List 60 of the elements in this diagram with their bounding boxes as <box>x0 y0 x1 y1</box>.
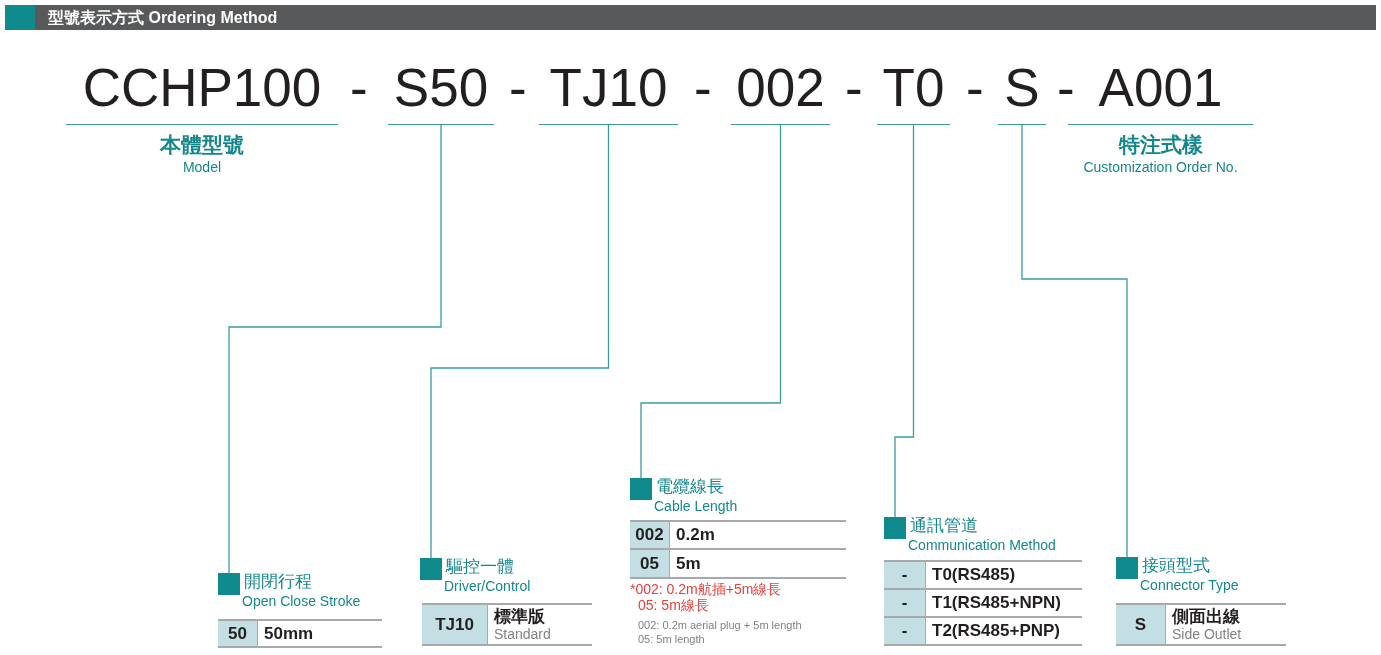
value-subtext: Standard <box>494 626 551 642</box>
separator-dash: - <box>350 58 368 118</box>
option-title: 接頭型式 <box>1142 555 1210 577</box>
table-row <box>1116 603 1286 646</box>
section-title: 型號表示方式 Ordering Method <box>48 8 278 28</box>
option-title: 驅控一體 <box>446 556 514 578</box>
code-segment: 002 <box>731 58 830 125</box>
segment-subtitle: Model <box>181 159 223 175</box>
value-cell-text: T1(RS485+NPN) <box>931 592 1061 614</box>
code-segment: S50 <box>388 58 494 125</box>
table-row <box>630 520 846 550</box>
footnote: *002: 0.2m航插+5m線長 <box>630 581 782 599</box>
option-subtitle: Open Close Stroke <box>242 593 361 609</box>
value-cell-text: 50mm <box>263 622 314 645</box>
table-row <box>422 603 592 646</box>
value-text: 標準版 <box>494 607 546 626</box>
value-subtext: Side Outlet <box>1172 626 1242 642</box>
footnote: 05: 5m length <box>638 633 705 645</box>
code-segment: CCHP100 <box>66 58 338 125</box>
footnote: 05: 5m線長 <box>638 597 709 615</box>
code-cell: 50 <box>218 621 258 646</box>
code-segment: S <box>998 58 1046 125</box>
value-cell-text: 5m <box>675 552 701 575</box>
table-row <box>630 548 846 579</box>
leader-line <box>640 124 782 479</box>
code-segment: TJ10 <box>539 58 678 125</box>
separator-dash: - <box>509 58 527 118</box>
code-cell: 05 <box>630 550 670 577</box>
option-subtitle: Driver/Control <box>444 578 531 594</box>
value-cell-text: 0.2m <box>675 524 715 546</box>
separator-dash: - <box>845 58 863 118</box>
leader-line <box>1021 124 1128 558</box>
segment-subtitle: Customization Order No. <box>1082 159 1239 175</box>
option-title: 電纜線長 <box>656 476 724 498</box>
table-row <box>218 619 382 648</box>
option-subtitle: Connector Type <box>1140 577 1239 593</box>
code-cell: - <box>884 618 926 644</box>
code-cell: S <box>1116 605 1166 644</box>
code-cell: TJ10 <box>422 605 488 644</box>
table-row <box>884 616 1082 646</box>
table-row <box>884 560 1082 590</box>
leader-line <box>430 124 610 559</box>
footnote: 002: 0.2m aerial plug + 5m length <box>638 619 802 631</box>
leader-line <box>894 124 915 518</box>
value-text: 側面出線 <box>1172 607 1241 626</box>
code-cell: 002 <box>630 522 670 548</box>
segment-title: 特注式樣 <box>1117 132 1204 158</box>
value-cell-text: T2(RS485+PNP) <box>931 620 1061 642</box>
option-title: 通訊管道 <box>910 515 978 537</box>
code-cell: - <box>884 562 926 588</box>
leader-line <box>228 124 442 574</box>
code-segment: T0 <box>877 58 950 125</box>
segment-title: 本體型號 <box>158 132 245 158</box>
separator-dash: - <box>966 58 984 118</box>
option-subtitle: Cable Length <box>654 498 738 514</box>
option-subtitle: Communication Method <box>908 537 1056 553</box>
code-cell: - <box>884 590 926 616</box>
option-title: 開閉行程 <box>244 571 312 593</box>
separator-dash: - <box>694 58 712 118</box>
value-cell-text: T0(RS485) <box>931 564 1016 586</box>
